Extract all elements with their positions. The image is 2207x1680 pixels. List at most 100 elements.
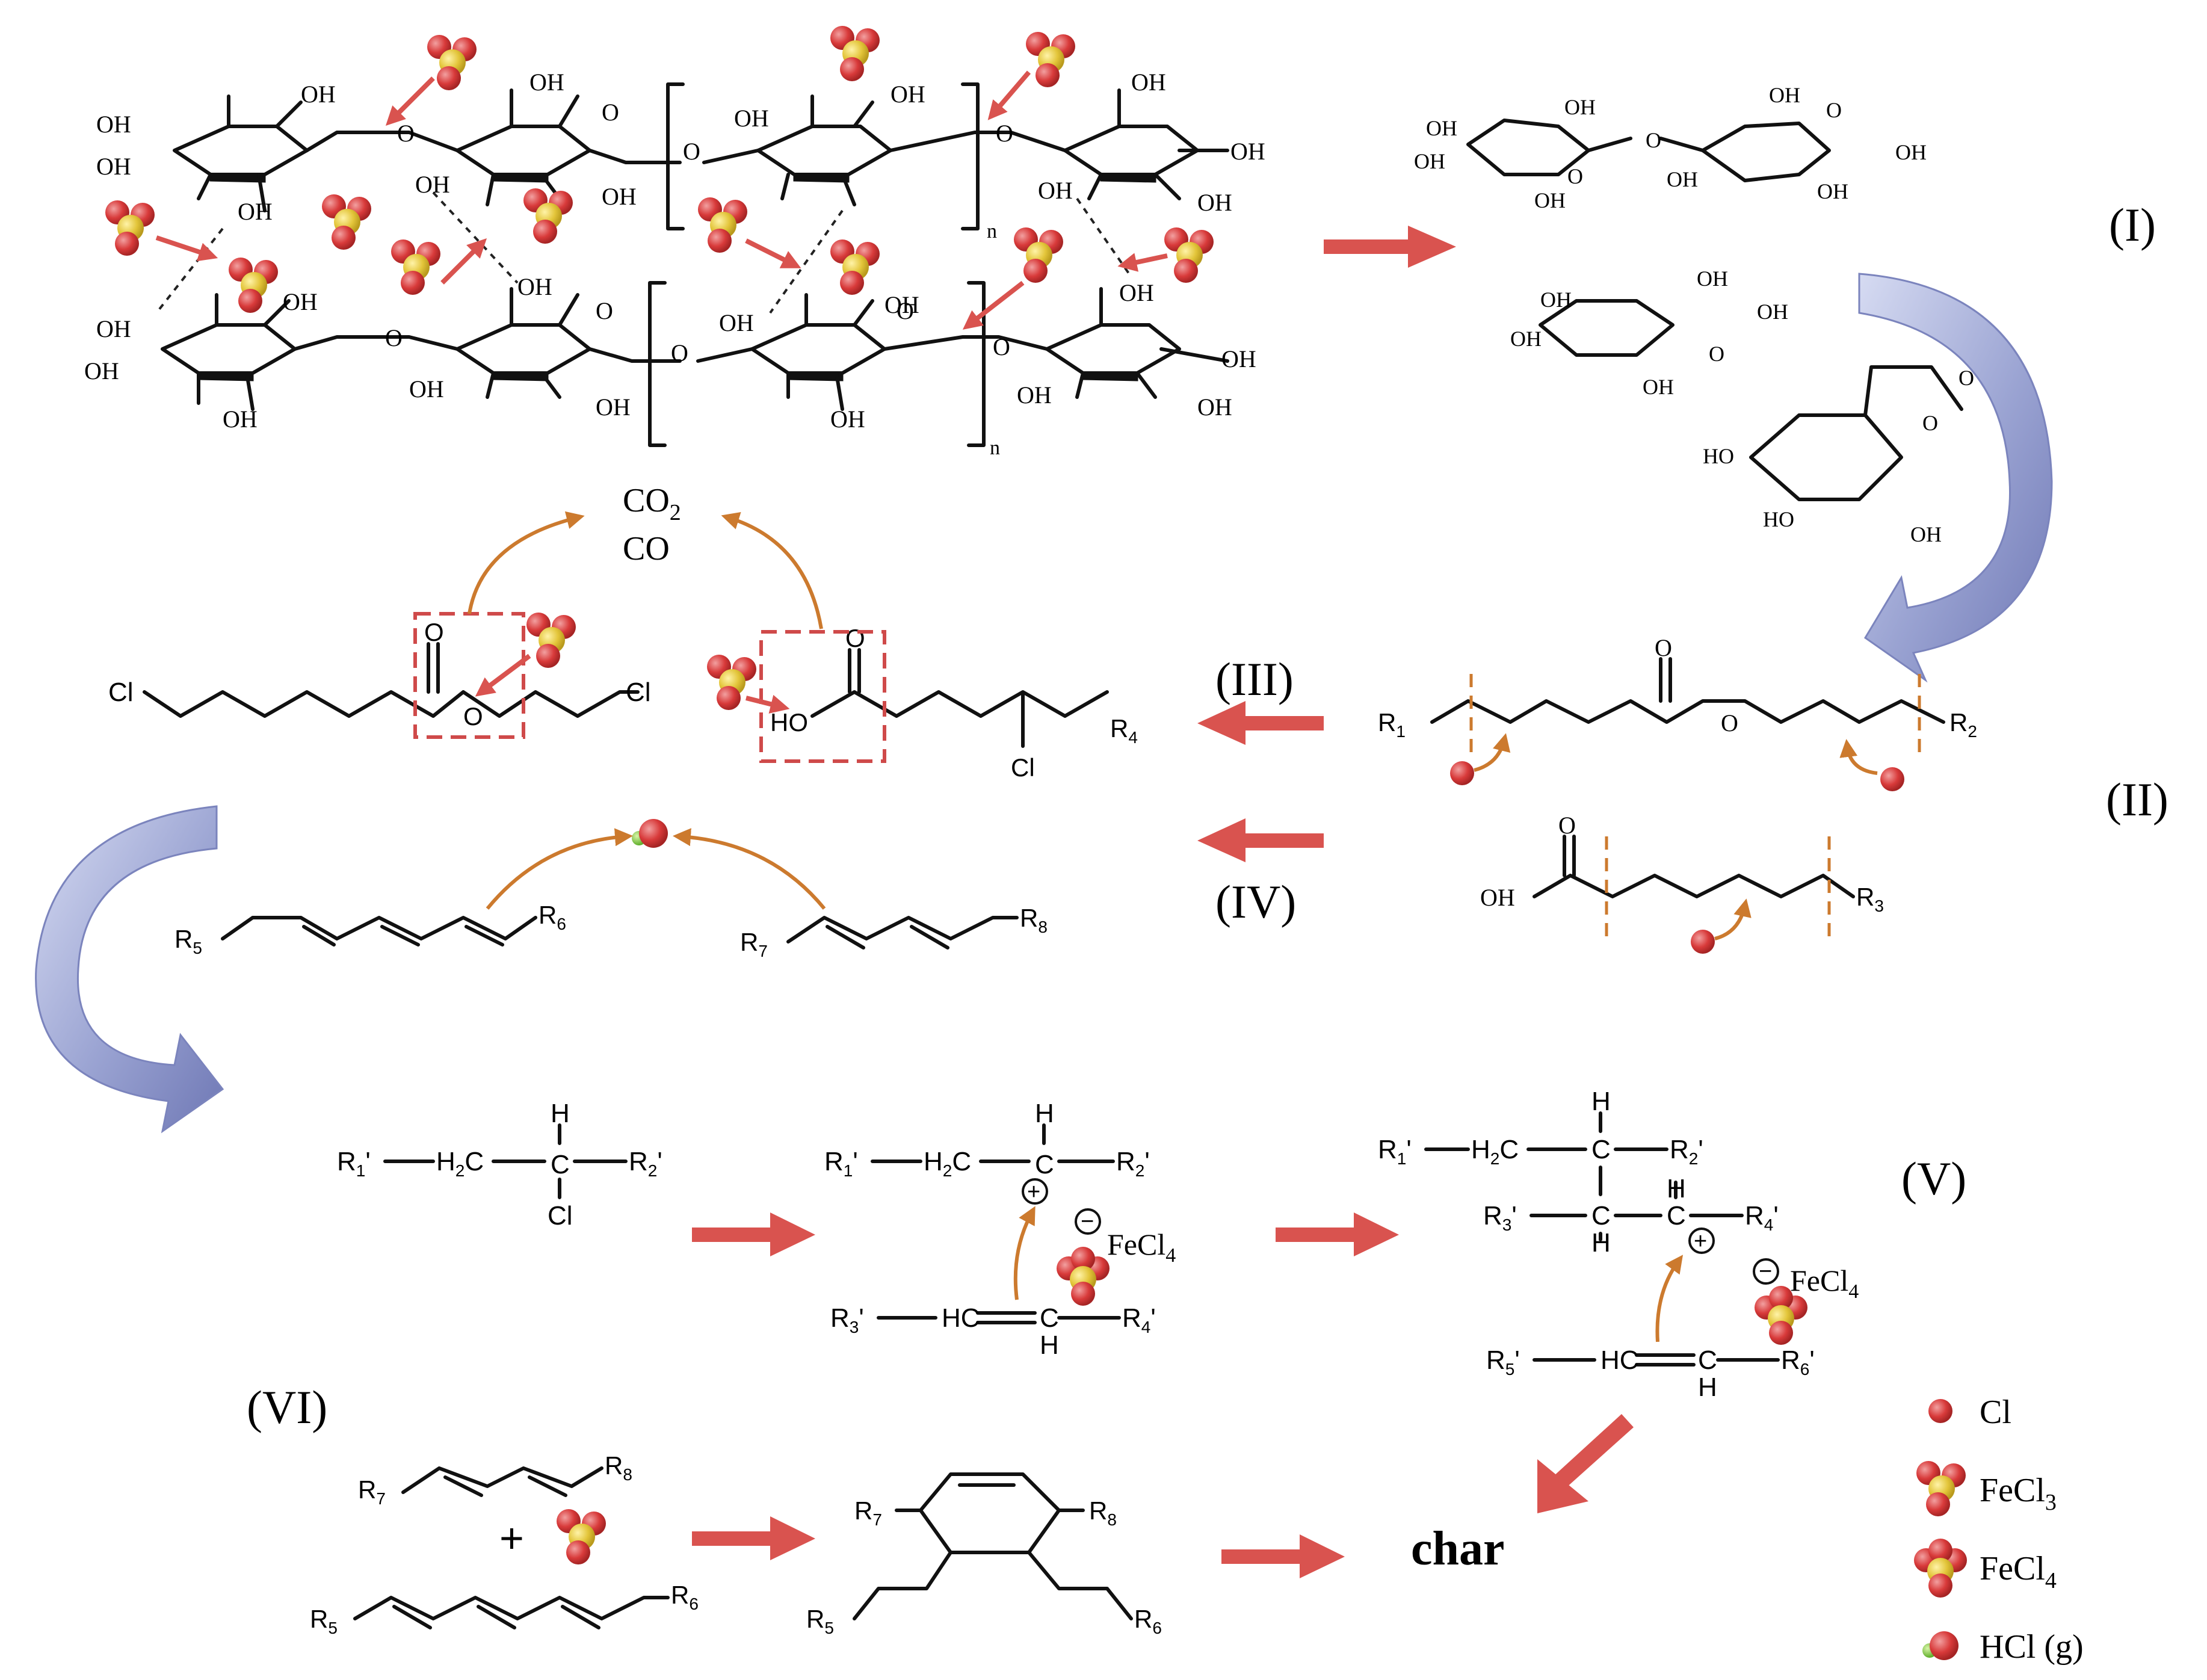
label-o: O — [996, 120, 1013, 147]
label-o: O — [385, 324, 403, 351]
fecl4-label: FeCl4 — [1790, 1264, 1859, 1303]
label-c: C — [1591, 1135, 1611, 1164]
label-o: O — [1567, 164, 1583, 188]
fecl4-label: FeCl4 — [1107, 1228, 1176, 1267]
label-c: C — [1040, 1303, 1059, 1333]
label-o: O — [1922, 411, 1938, 435]
label-h: H — [1667, 1174, 1686, 1203]
label-h: H — [1591, 1087, 1611, 1116]
cellulose-lower-chain — [162, 281, 1229, 447]
carbocation-plus: + — [1027, 1179, 1040, 1205]
label-o: O — [397, 120, 415, 147]
label-oh: OH — [529, 69, 564, 96]
label-oh: OH — [602, 183, 637, 210]
label-cl: Cl — [1011, 753, 1035, 782]
label-hc: HC — [942, 1303, 980, 1333]
char-label: char — [1411, 1522, 1505, 1575]
legend-fecl4-label: FeCl4 — [1980, 1550, 2057, 1593]
anion-minus: − — [1759, 1259, 1772, 1284]
fecl3-molecule — [1164, 227, 1214, 283]
label-oh: OH — [1643, 375, 1674, 399]
label-c: C — [1698, 1345, 1717, 1375]
label-oh: OH — [96, 153, 131, 180]
step-label-ii: (II) — [2106, 773, 2168, 826]
fecl3-molecule — [1026, 32, 1075, 87]
label-ho: HO — [1703, 444, 1734, 468]
label-n: n — [990, 437, 1000, 459]
legend: Cl FeCl3 FeCl4 HCl (g) — [1914, 1394, 2084, 1666]
acid-fragment: O OH R3 — [1480, 812, 1884, 954]
legend-cl-label: Cl — [1980, 1394, 2011, 1431]
label-oh: OH — [1510, 327, 1542, 351]
curved-arrow-right — [1858, 273, 2053, 683]
chlorinated-ester: Cl Cl O O — [108, 612, 651, 739]
step-label-vi: (VI) — [247, 1381, 327, 1433]
reactive-site-box — [759, 630, 886, 763]
label-oh: OH — [884, 291, 919, 318]
label-o: O — [1709, 342, 1724, 366]
r1p-label: R1' — [824, 1147, 858, 1180]
label-oh: OH — [1017, 381, 1052, 409]
r5-label: R5 — [174, 925, 202, 957]
r2p-label: R2' — [1670, 1135, 1703, 1168]
fecl3-molecule — [526, 613, 576, 668]
label-c: C — [1591, 1201, 1611, 1231]
arrow-step-iii — [1197, 701, 1324, 745]
cl-radical — [1691, 930, 1715, 954]
label-oh: OH — [1480, 884, 1515, 911]
label-oh: OH — [301, 81, 336, 108]
r2-label: R2 — [1949, 708, 1977, 741]
cl-radical — [1880, 767, 1904, 791]
r8-label: R8 — [1089, 1496, 1117, 1529]
label-cl: Cl — [626, 678, 651, 707]
arrow-to-char — [1221, 1534, 1345, 1578]
label-o: O — [683, 138, 700, 165]
label-oh: OH — [1414, 149, 1445, 173]
r7-label: R7 — [854, 1496, 882, 1529]
arrow-step-iv — [1197, 818, 1324, 862]
label-n: n — [987, 220, 997, 242]
diels-alder-reactants: R7 R8 + R5 R6 — [310, 1451, 699, 1637]
label-oh: OH — [283, 288, 318, 315]
label-oh: OH — [1564, 95, 1596, 119]
label-o: O — [1826, 98, 1842, 122]
r1-label: R1 — [1378, 708, 1406, 741]
legend-fecl3-label: FeCl3 — [1980, 1472, 2057, 1515]
cellulose-upper-chain — [174, 82, 1229, 230]
label-oh: OH — [409, 375, 444, 403]
h2c-label: H2C — [436, 1147, 484, 1180]
label-hc: HC — [1600, 1345, 1639, 1375]
label-oh: OH — [1895, 140, 1927, 164]
r7-label: R7 — [358, 1475, 386, 1508]
label-ho: HO — [770, 708, 808, 737]
fecl3-molecule — [427, 35, 477, 90]
arrow-to-products — [1324, 226, 1456, 268]
label-c: C — [551, 1150, 570, 1179]
label-o: O — [897, 297, 914, 324]
label-o: O — [993, 333, 1010, 360]
arrow-to-carbocation — [692, 1212, 815, 1256]
legend-hcl-icon — [1922, 1631, 1959, 1660]
fecl3-molecule — [391, 239, 440, 295]
r5-label: R5 — [806, 1605, 834, 1637]
label-oh: OH — [1534, 188, 1566, 212]
fecl4-molecule — [1057, 1247, 1110, 1306]
fecl3-molecule — [523, 188, 573, 244]
label-oh: OH — [1769, 83, 1800, 107]
fecl3-molecule — [707, 655, 756, 710]
label-c: C — [1035, 1150, 1054, 1179]
fecl3-molecule — [105, 200, 155, 256]
cyclohexene-product: R7 R8 R5 R6 — [806, 1472, 1162, 1637]
legend-fecl3-icon — [1916, 1461, 1966, 1516]
h2c-label: H2C — [924, 1147, 971, 1180]
curved-arrow-left — [35, 805, 224, 1134]
r8-label: R8 — [605, 1451, 632, 1484]
step-label-iv: (IV) — [1215, 876, 1296, 928]
step-label-iii: (III) — [1215, 653, 1294, 705]
label-oh: OH — [96, 111, 131, 138]
ester-fragment: O O R1 R2 — [1378, 634, 1977, 791]
fecl3-molecule — [322, 194, 371, 250]
label-oh: OH — [1038, 177, 1073, 204]
label-o: O — [424, 618, 444, 646]
label-oh: OH — [1817, 179, 1848, 203]
